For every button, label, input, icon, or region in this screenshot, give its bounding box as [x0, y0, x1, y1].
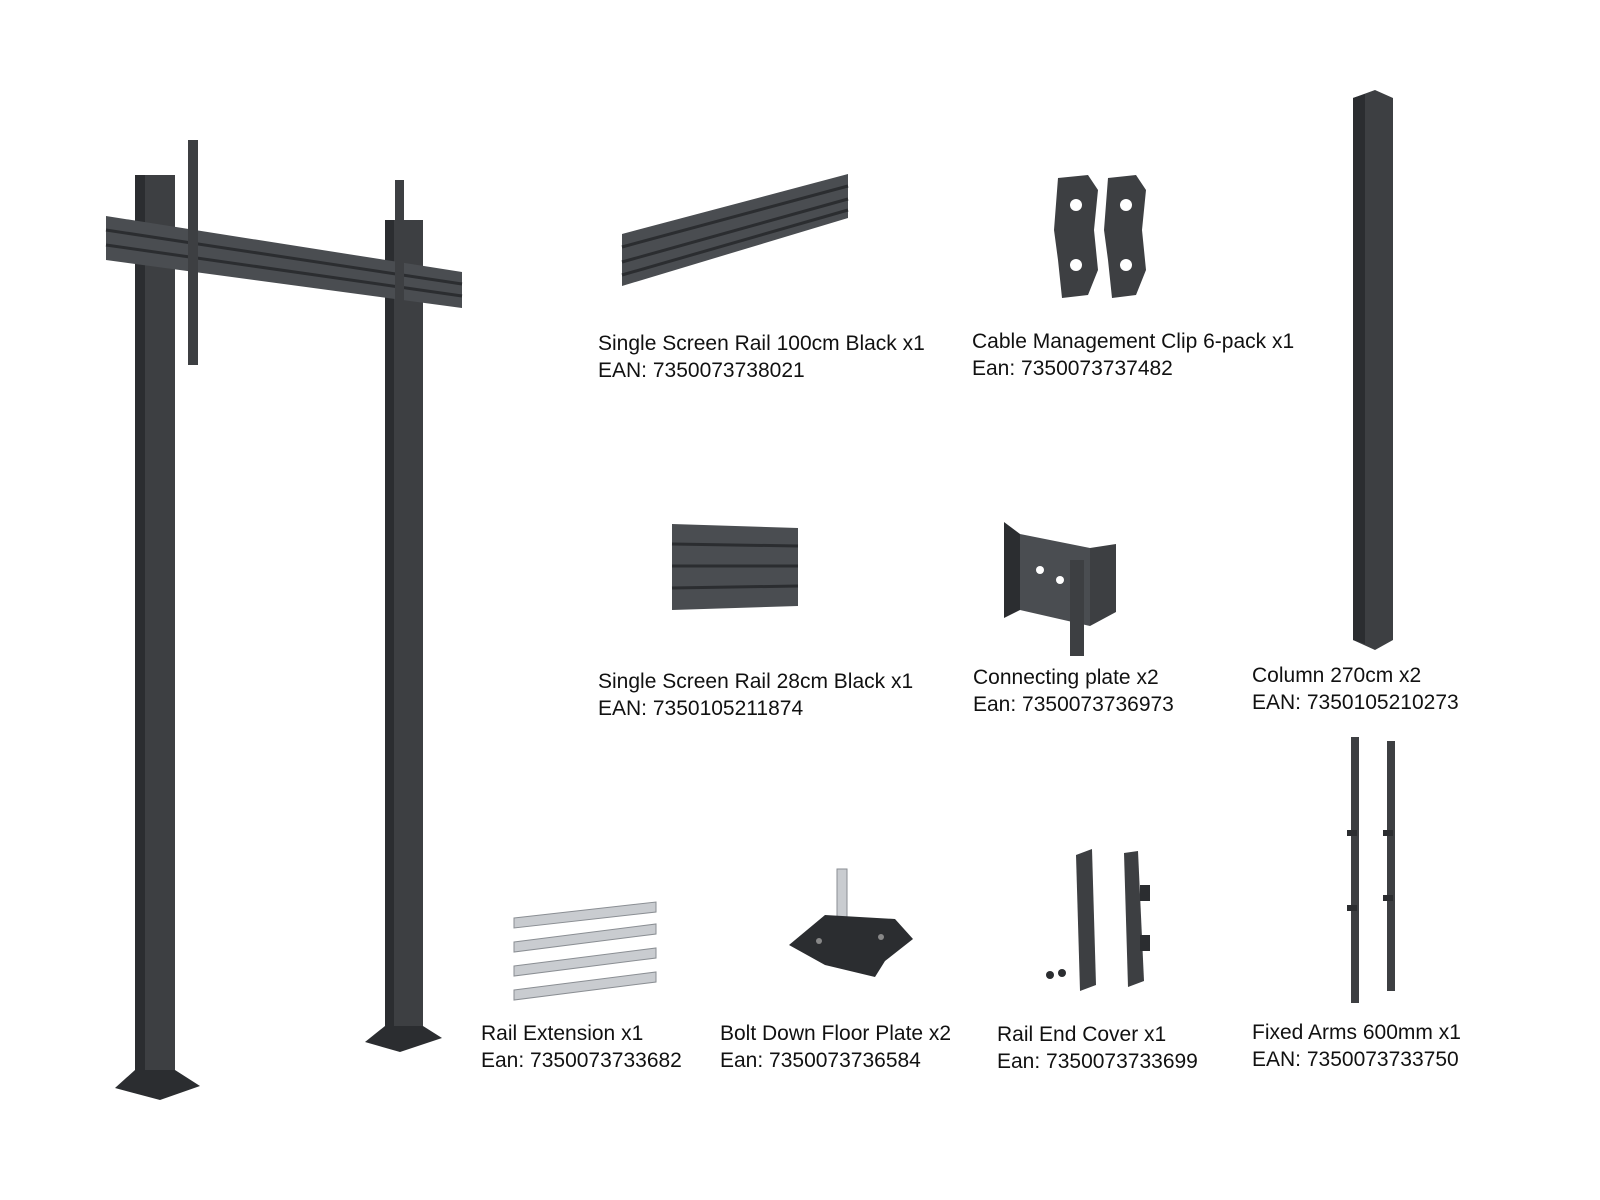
item-ean: EAN: 7350073738021	[598, 359, 805, 382]
item-ean: EAN: 7350105210273	[1252, 691, 1459, 714]
item-single-screen-rail-100cm: Single Screen Rail 100cm Black x1 EAN: 7…	[598, 330, 925, 384]
item-name: Single Screen Rail 28cm Black x1	[598, 670, 914, 693]
item-name: Column 270cm x2	[1252, 664, 1422, 687]
floor-plate-illustration	[789, 868, 913, 977]
item-cable-management-clip: Cable Management Clip 6-pack x1 Ean: 735…	[972, 328, 1294, 382]
rail-28cm-illustration	[671, 524, 799, 610]
item-name: Bolt Down Floor Plate x2	[720, 1022, 952, 1045]
item-connecting-plate: Connecting plate x2 Ean: 7350073736973	[973, 664, 1174, 718]
item-rail-extension: Rail Extension x1 Ean: 7350073733682	[481, 1020, 682, 1074]
item-ean: EAN: 7350073733750	[1252, 1048, 1459, 1071]
item-ean: Ean: 7350073737482	[972, 357, 1173, 380]
item-name: Fixed Arms 600mm x1	[1252, 1021, 1461, 1044]
item-fixed-arms-600mm: Fixed Arms 600mm x1 EAN: 7350073733750	[1252, 1019, 1461, 1073]
item-name: Connecting plate x2	[973, 666, 1159, 689]
assembled-stand-illustration	[105, 140, 463, 1100]
rail-100cm-illustration	[621, 174, 849, 286]
item-ean: Ean: 7350073736973	[973, 693, 1174, 716]
rail-end-cover-illustration	[1046, 849, 1150, 991]
item-bolt-down-floor-plate: Bolt Down Floor Plate x2 Ean: 7350073736…	[720, 1020, 951, 1074]
connecting-plate-illustration	[1004, 522, 1116, 656]
item-ean: EAN: 7350105211874	[598, 697, 804, 720]
item-name: Single Screen Rail 100cm Black x1	[598, 332, 925, 355]
rail-extension-illustration	[513, 901, 657, 1001]
item-single-screen-rail-28cm: Single Screen Rail 28cm Black x1 EAN: 73…	[598, 668, 913, 722]
item-name: Rail Extension x1	[481, 1022, 644, 1045]
item-ean: Ean: 7350073733699	[997, 1050, 1198, 1073]
cable-clip-illustration	[1054, 175, 1146, 298]
item-name: Cable Management Clip 6-pack x1	[972, 330, 1295, 353]
item-column-270cm: Column 270cm x2 EAN: 7350105210273	[1252, 662, 1459, 716]
item-ean: Ean: 7350073733682	[481, 1049, 682, 1072]
item-rail-end-cover: Rail End Cover x1 Ean: 7350073733699	[997, 1021, 1198, 1075]
column-270cm-illustration	[1353, 90, 1393, 650]
item-name: Rail End Cover x1	[997, 1023, 1167, 1046]
fixed-arms-illustration	[1347, 737, 1395, 1003]
item-ean: Ean: 7350073736584	[720, 1049, 921, 1072]
